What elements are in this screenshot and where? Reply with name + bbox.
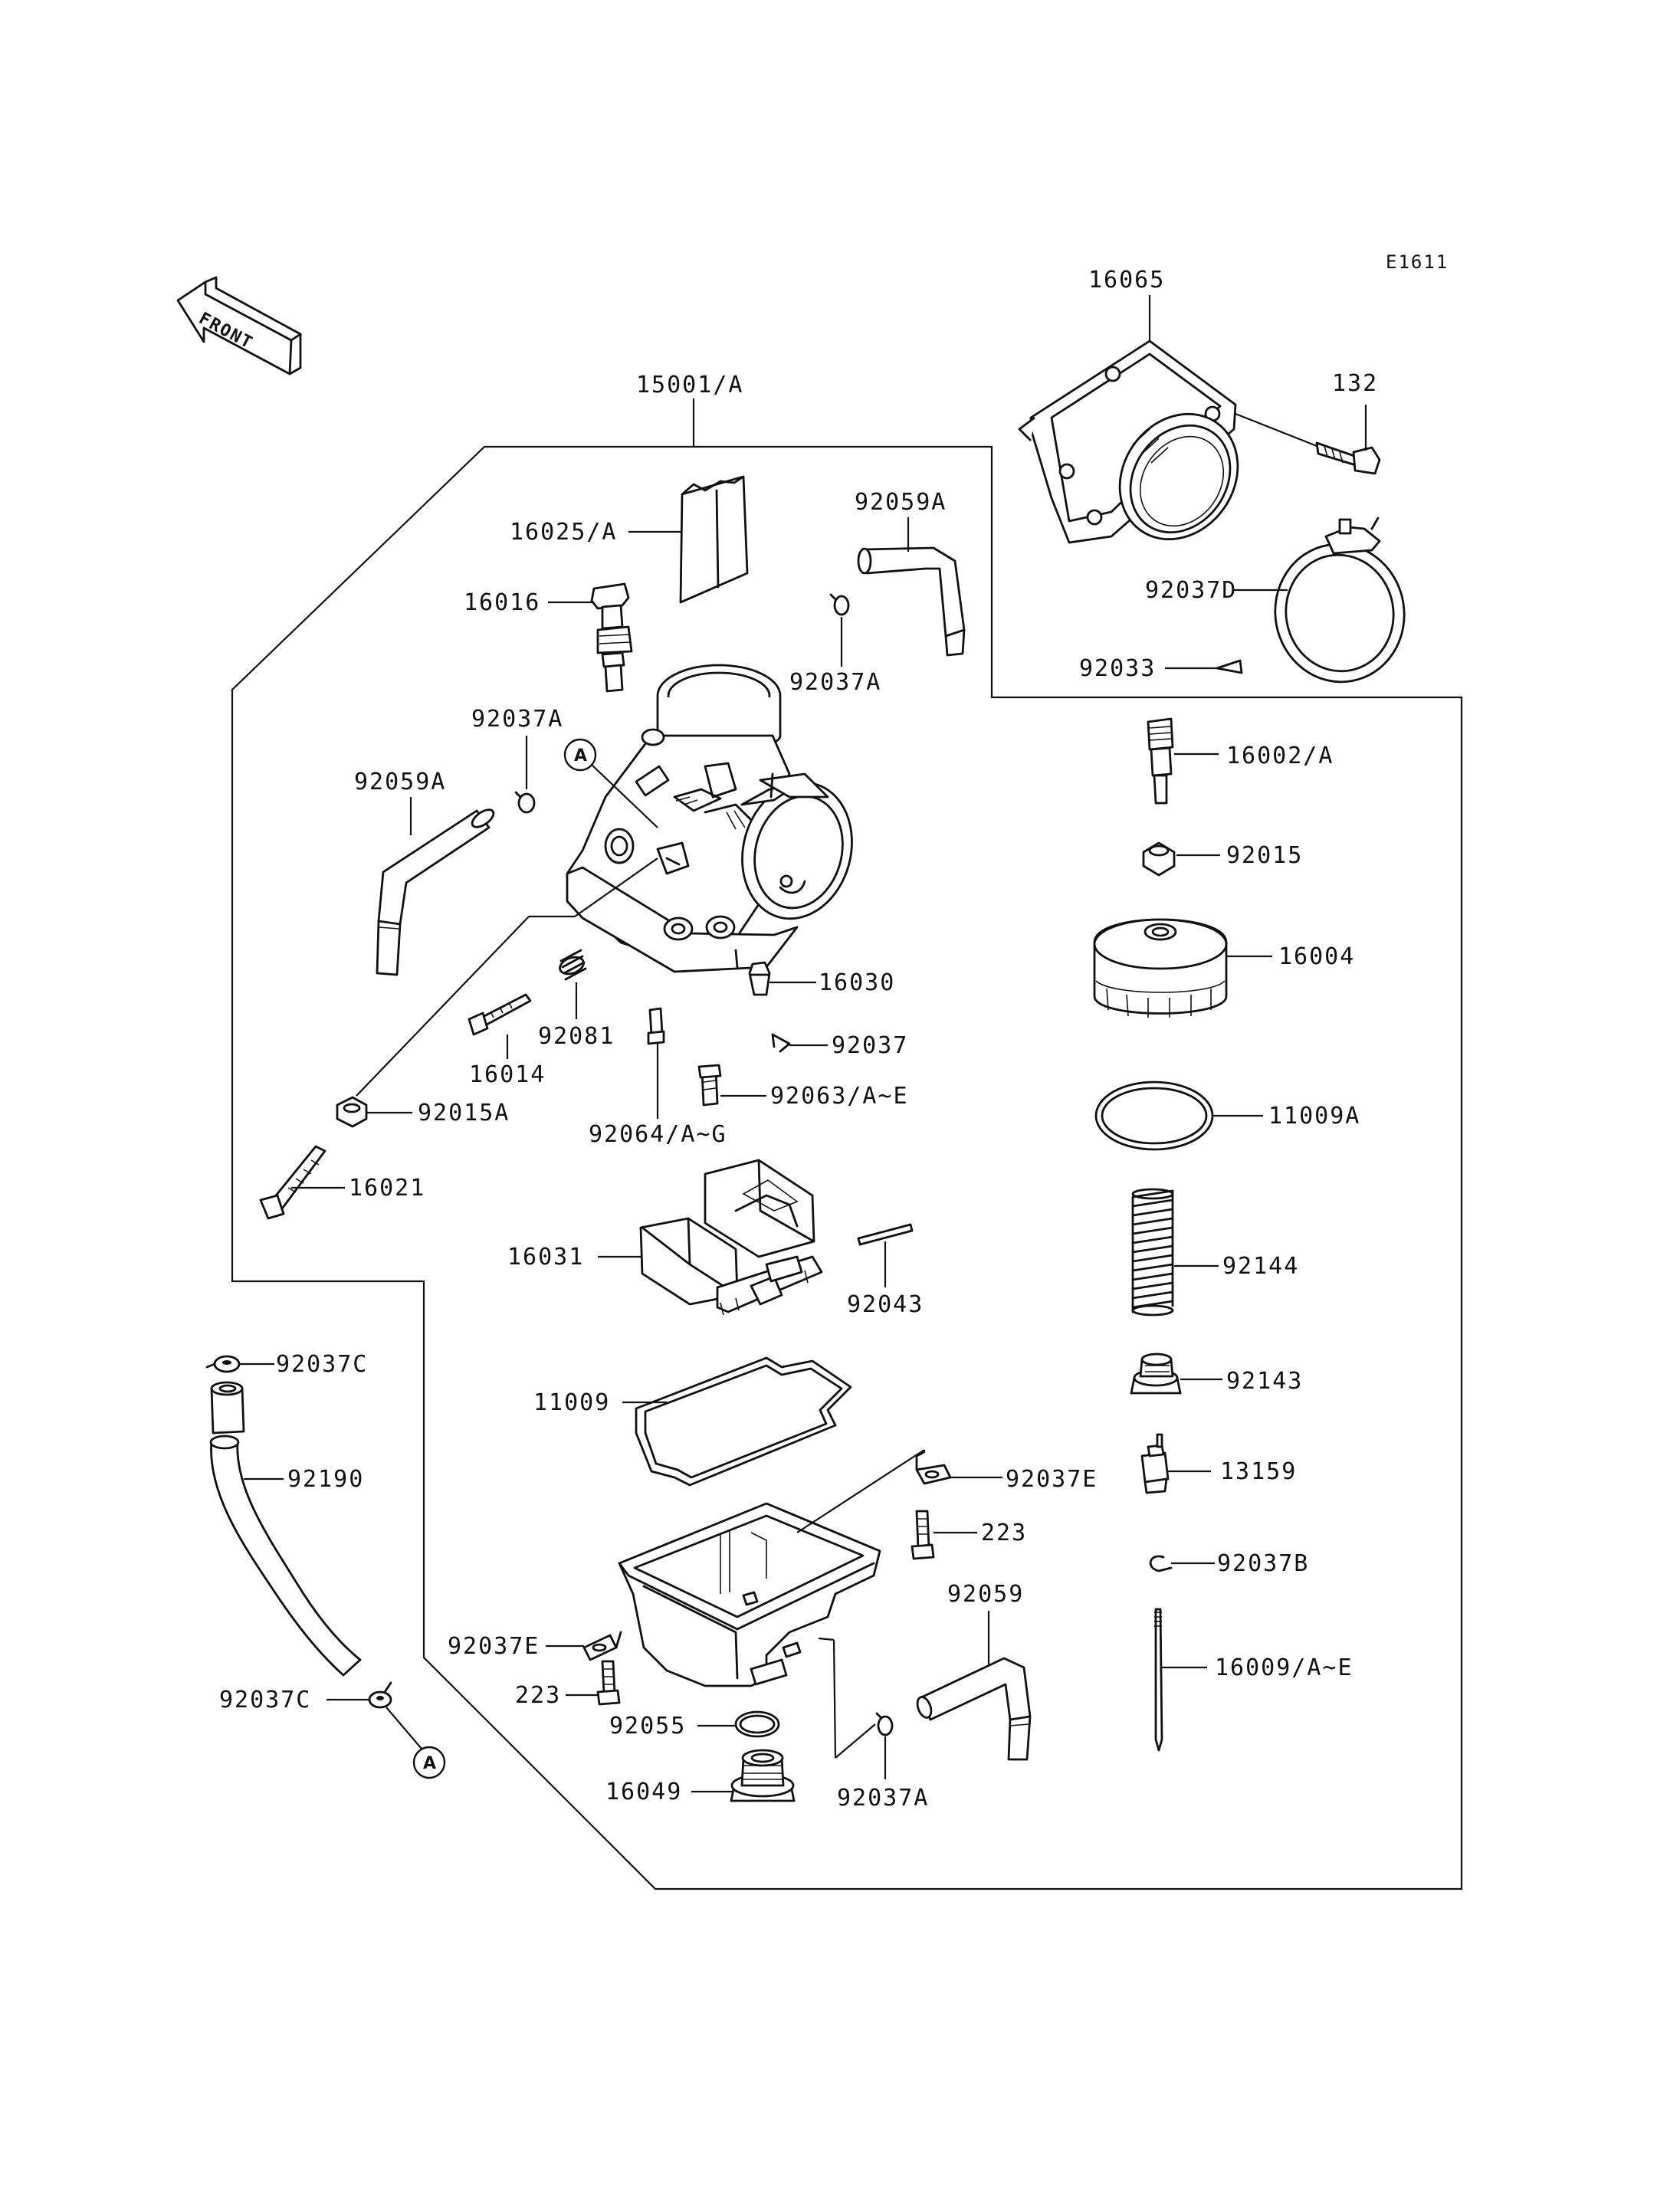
plug-16049 — [730, 1749, 796, 1802]
label-16049: 16049 — [605, 1779, 682, 1805]
needle-16009 — [1154, 1608, 1163, 1752]
hose-92059A-top — [857, 546, 966, 657]
label-92037D: 92037D — [1145, 577, 1237, 604]
reference-marker-icon: A — [412, 1746, 446, 1779]
label-92063AE: 92063/A~E — [770, 1083, 909, 1110]
label-92037A-bottom: 92037A — [837, 1785, 929, 1812]
clip-92037 — [771, 1033, 791, 1053]
starter-plunger-16016 — [590, 582, 633, 693]
carburetor-body — [566, 664, 853, 973]
label-92059A-top: 92059A — [855, 489, 947, 516]
bracket-92037E-right — [915, 1451, 952, 1485]
label-223-left: 223 — [515, 1682, 561, 1709]
bolt-132 — [1315, 441, 1381, 475]
hose-92059A-left — [376, 808, 495, 976]
clip-92037A-left — [514, 791, 536, 814]
jet-92063 — [697, 1064, 722, 1107]
label-92033: 92033 — [1079, 655, 1156, 682]
label-132: 132 — [1332, 370, 1378, 397]
bracket-92037E-left — [582, 1631, 622, 1661]
label-92037E-left: 92037E — [448, 1633, 540, 1660]
screw-16021 — [259, 1145, 326, 1220]
clip-92033 — [1216, 659, 1243, 674]
holder-92143 — [1130, 1353, 1182, 1395]
label-92144: 92144 — [1222, 1253, 1299, 1280]
o-ring-11009A — [1094, 1080, 1214, 1151]
front-arrow-icon: FRONT — [176, 276, 302, 375]
jet-92064 — [647, 1007, 665, 1045]
label-92037E-right: 92037E — [1006, 1466, 1098, 1493]
label-92037C-top: 92037C — [276, 1351, 368, 1378]
label-16031: 16031 — [507, 1244, 584, 1271]
label-223-right: 223 — [981, 1520, 1027, 1546]
clip-92037A-bottom — [875, 1712, 894, 1736]
label-92015A: 92015A — [418, 1100, 510, 1126]
label-13159: 13159 — [1220, 1458, 1297, 1485]
screw-223-right — [911, 1510, 935, 1560]
o-ring-92055 — [734, 1710, 780, 1738]
label-92055: 92055 — [609, 1713, 686, 1740]
svg-text:A: A — [423, 1754, 436, 1773]
spring-92081 — [559, 949, 587, 981]
jet-16030 — [748, 961, 771, 996]
label-92037A-top: 92037A — [789, 669, 881, 696]
label-92015: 92015 — [1226, 842, 1303, 869]
gasket-11009 — [635, 1356, 852, 1487]
clip-92037B — [1149, 1555, 1173, 1572]
label-92064AG: 92064/A~G — [589, 1121, 727, 1148]
label-16004: 16004 — [1278, 943, 1355, 970]
hose-92059 — [916, 1657, 1032, 1761]
label-16002A: 16002/A — [1226, 743, 1334, 769]
nut-92015A — [336, 1096, 368, 1128]
assembly-boundary — [231, 445, 1463, 1890]
reference-marker-icon: A — [563, 738, 597, 772]
clip-92037A-top — [829, 593, 850, 616]
cap-16004 — [1093, 918, 1228, 1018]
label-92081: 92081 — [538, 1023, 615, 1050]
valve-13159 — [1140, 1433, 1170, 1494]
diagram-code: E1611 — [1386, 251, 1449, 273]
clamp-92037D — [1274, 516, 1406, 684]
svg-text:A: A — [574, 746, 587, 766]
label-92059A-left: 92059A — [354, 769, 446, 795]
throttle-valve-16025A — [679, 475, 749, 604]
nut-92015 — [1142, 841, 1176, 877]
label-92037C-bottom: 92037C — [219, 1687, 311, 1713]
label-92190: 92190 — [287, 1466, 364, 1493]
label-92059: 92059 — [947, 1581, 1024, 1608]
label-92037B: 92037B — [1217, 1550, 1309, 1577]
label-11009A: 11009A — [1268, 1103, 1360, 1130]
label-16021: 16021 — [349, 1175, 425, 1202]
label-16065: 16065 — [1088, 267, 1165, 293]
float-bowl — [618, 1502, 881, 1687]
screw-16002A — [1147, 717, 1174, 805]
label-16016: 16016 — [464, 589, 540, 616]
label-16030: 16030 — [819, 969, 895, 996]
screw-16014 — [468, 993, 532, 1036]
screw-223-left — [596, 1660, 621, 1706]
label-92143: 92143 — [1226, 1368, 1303, 1395]
clip-92037C-top — [205, 1355, 241, 1373]
label-92037: 92037 — [832, 1032, 908, 1059]
hose-92190 — [209, 1381, 362, 1677]
intake-holder — [1018, 339, 1239, 544]
label-16009AE: 16009/A~E — [1215, 1654, 1354, 1681]
label-15001A: 15001/A — [636, 372, 743, 398]
float-16031 — [639, 1159, 823, 1316]
label-16025A: 16025/A — [510, 519, 617, 546]
label-11009: 11009 — [533, 1389, 610, 1416]
label-92037A-left: 92037A — [471, 706, 563, 733]
clip-92037C-bottom — [368, 1681, 392, 1709]
spring-92144 — [1131, 1188, 1174, 1317]
label-16014: 16014 — [469, 1061, 546, 1088]
label-92043: 92043 — [847, 1291, 924, 1318]
pin-92043 — [857, 1223, 914, 1246]
